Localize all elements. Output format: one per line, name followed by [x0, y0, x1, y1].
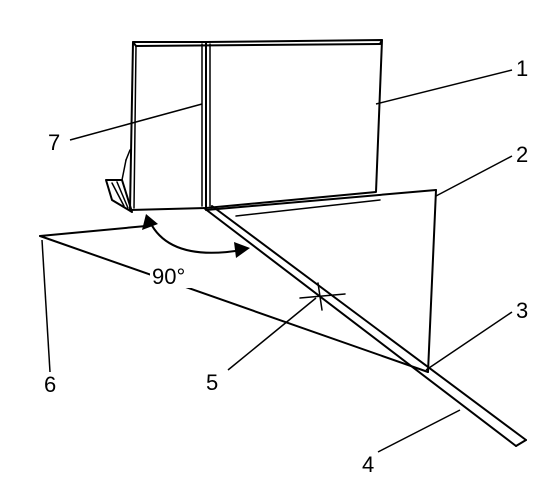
callout-7: 7 [48, 130, 60, 155]
callout-5: 5 [206, 370, 218, 395]
mounting-bracket [105, 149, 133, 213]
angle-arrowheads [142, 214, 250, 258]
right-angle-arc [149, 221, 243, 254]
leader-lines [41, 69, 513, 453]
center-mark [299, 282, 346, 311]
callout-4: 4 [362, 452, 374, 477]
vertical-panel [129, 39, 383, 211]
reference-plane [39, 189, 437, 373]
angle-label: 90° [152, 264, 185, 289]
angle-label-background [150, 264, 196, 288]
callout-1: 1 [516, 56, 528, 81]
callout-2: 2 [516, 142, 528, 167]
straightedge-rod [203, 205, 527, 447]
callout-6: 6 [44, 372, 56, 397]
callout-3: 3 [516, 298, 528, 323]
